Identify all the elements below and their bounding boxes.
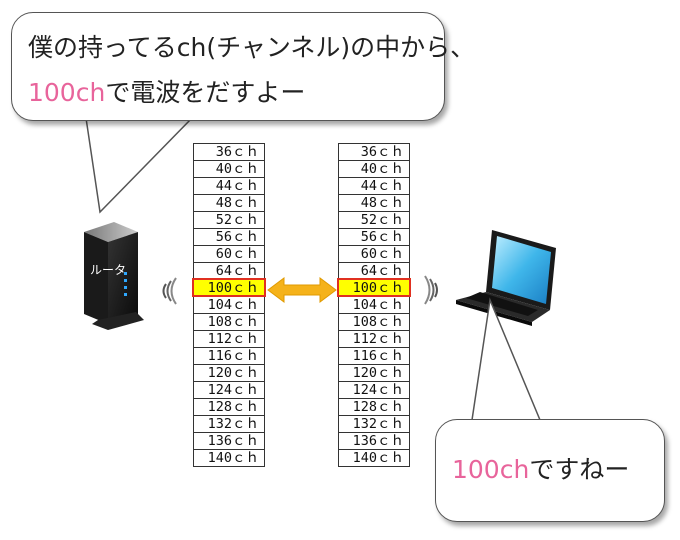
laptop-icon xyxy=(456,230,556,326)
channel-cell: 124ｃｈ xyxy=(193,381,265,398)
channel-cell: 40ｃｈ xyxy=(338,160,410,177)
channel-cell: 56ｃｈ xyxy=(193,228,265,245)
router-bubble-tail xyxy=(85,117,194,214)
double-arrow-icon xyxy=(267,277,337,303)
channel-cell: 100ｃｈ xyxy=(337,278,411,297)
channel-cell: 104ｃｈ xyxy=(193,296,265,313)
channel-cell: 140ｃｈ xyxy=(338,449,410,467)
channel-cell: 124ｃｈ xyxy=(338,381,410,398)
channel-cell: 44ｃｈ xyxy=(338,177,410,194)
channel-cell: 104ｃｈ xyxy=(338,296,410,313)
signal-wave-right-icon xyxy=(424,275,438,305)
channel-cell: 128ｃｈ xyxy=(338,398,410,415)
signal-wave-left-icon xyxy=(162,277,177,305)
pc-bubble-rest: ですねー xyxy=(529,455,630,484)
channel-cell: 116ｃｈ xyxy=(338,347,410,364)
router-label: ルータ xyxy=(90,263,127,277)
channel-cell: 48ｃｈ xyxy=(338,194,410,211)
channel-cell: 36ｃｈ xyxy=(338,143,410,160)
channel-cell: 140ｃｈ xyxy=(193,449,265,467)
channel-cell: 136ｃｈ xyxy=(338,432,410,449)
channel-cell: 52ｃｈ xyxy=(193,211,265,228)
channel-cell: 128ｃｈ xyxy=(193,398,265,415)
channel-cell: 112ｃｈ xyxy=(193,330,265,347)
channel-cell: 40ｃｈ xyxy=(193,160,265,177)
pc-speech-bubble: 100chですねー xyxy=(435,419,665,522)
router-bubble-line1: 僕の持ってるch(チャンネル)の中から、 xyxy=(28,33,476,62)
channel-cell: 36ｃｈ xyxy=(193,143,265,160)
channel-cell: 108ｃｈ xyxy=(338,313,410,330)
channel-cell: 60ｃｈ xyxy=(338,245,410,262)
channel-cell: 108ｃｈ xyxy=(193,313,265,330)
channel-cell: 136ｃｈ xyxy=(193,432,265,449)
channel-cell: 48ｃｈ xyxy=(193,194,265,211)
channel-cell: 132ｃｈ xyxy=(193,415,265,432)
channel-cell: 52ｃｈ xyxy=(338,211,410,228)
channel-cell: 112ｃｈ xyxy=(338,330,410,347)
router-icon xyxy=(84,222,144,330)
router-speech-bubble: 僕の持ってるch(チャンネル)の中から、 100chで電波をだすよー xyxy=(11,12,475,121)
pc-bubble-text: 100chですねー xyxy=(452,450,629,486)
channel-cell: 100ｃｈ xyxy=(192,278,266,297)
router-bubble-channel: 100ch xyxy=(28,78,106,107)
pc-bubble-channel: 100ch xyxy=(452,455,530,484)
channel-cell: 64ｃｈ xyxy=(338,262,410,279)
channel-cell: 56ｃｈ xyxy=(338,228,410,245)
channel-cell: 120ｃｈ xyxy=(193,364,265,381)
channel-cell: 116ｃｈ xyxy=(193,347,265,364)
router-bubble-line2-rest: で電波をだすよー xyxy=(105,78,306,107)
channel-cell: 132ｃｈ xyxy=(338,415,410,432)
channel-cell: 64ｃｈ xyxy=(193,262,265,279)
channel-cell: 60ｃｈ xyxy=(193,245,265,262)
channel-cell: 44ｃｈ xyxy=(193,177,265,194)
router-bubble-line2: 100chで電波をだすよー xyxy=(28,73,305,109)
channel-cell: 120ｃｈ xyxy=(338,364,410,381)
pc-bubble-tail xyxy=(471,297,542,421)
